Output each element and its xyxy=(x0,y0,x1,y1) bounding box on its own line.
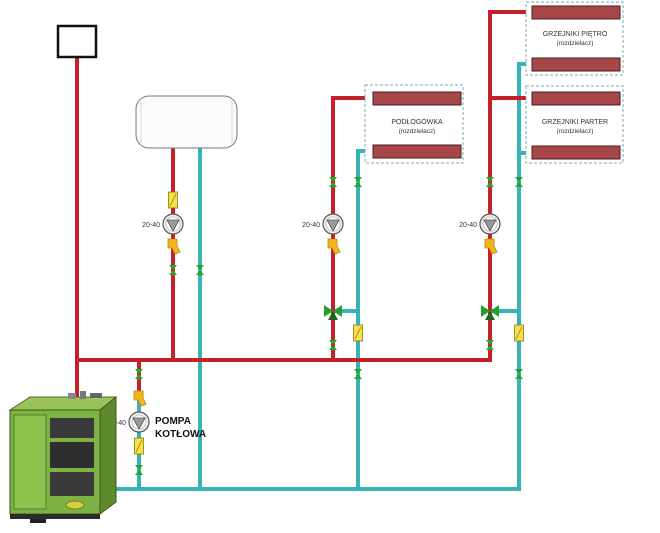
circulation-pump-icon xyxy=(162,213,184,235)
circulation-pump-icon xyxy=(128,411,150,433)
boiler-unit xyxy=(8,391,118,523)
supply-pipes xyxy=(75,10,534,406)
boiler-pump-title-line1: POMPA xyxy=(155,416,191,427)
flow-meter-icon xyxy=(514,324,524,342)
floor-manifold-subtitle: (rozdzielacz) xyxy=(399,128,436,135)
boiler-pump-title-line2: KOTŁOWA xyxy=(155,429,206,440)
pump-radiators-label: 20-40 xyxy=(459,222,477,229)
ball-valve-icon xyxy=(354,177,362,187)
ball-valve-icon xyxy=(329,340,337,350)
ground-manifold-subtitle: (rozdzielacz) xyxy=(557,128,594,135)
expansion-tank xyxy=(135,95,238,149)
return-pipes xyxy=(93,62,534,491)
ball-valve-icon xyxy=(354,369,362,379)
upper-floor-radiators-manifold: GRZEJNIKI PIĘTRO (rozdzielacz) xyxy=(525,1,624,76)
pump-main-label: 20-40 xyxy=(142,222,160,229)
circulation-pump-icon xyxy=(322,213,344,235)
ball-valve-icon xyxy=(486,340,494,350)
y-strainer-icon xyxy=(484,238,498,255)
ball-valve-icon xyxy=(169,265,177,275)
floor-manifold-title: PODŁOGÓWKA xyxy=(391,117,443,126)
ball-valve-icon xyxy=(196,265,204,275)
pump-floor-label: 20-40 xyxy=(302,222,320,229)
ball-valve-icon xyxy=(515,369,523,379)
y-strainer-icon xyxy=(133,390,147,407)
ball-valve-icon xyxy=(515,177,523,187)
flow-meter-icon xyxy=(168,191,178,209)
ball-valve-icon xyxy=(486,177,494,187)
upper-manifold-subtitle: (rozdzielacz) xyxy=(557,40,594,47)
pump-boiler-label: 20-40 xyxy=(108,420,126,427)
ground-floor-radiators-manifold: GRZEJNIKI PARTER (rozdzielacz) xyxy=(525,85,624,164)
ground-manifold-title: GRZEJNIKI PARTER xyxy=(542,119,608,126)
ball-valve-icon xyxy=(135,369,143,379)
ball-valve-icon xyxy=(135,465,143,475)
circulation-pump-icon xyxy=(479,213,501,235)
ball-valve-icon xyxy=(329,177,337,187)
upper-manifold-title: GRZEJNIKI PIĘTRO xyxy=(543,31,608,38)
y-strainer-icon xyxy=(167,238,181,255)
floor-heating-manifold: PODŁOGÓWKA (rozdzielacz) xyxy=(364,84,464,164)
flow-meter-icon xyxy=(134,437,144,455)
vent-box xyxy=(56,24,98,59)
flow-meter-icon xyxy=(353,324,363,342)
y-strainer-icon xyxy=(327,238,341,255)
